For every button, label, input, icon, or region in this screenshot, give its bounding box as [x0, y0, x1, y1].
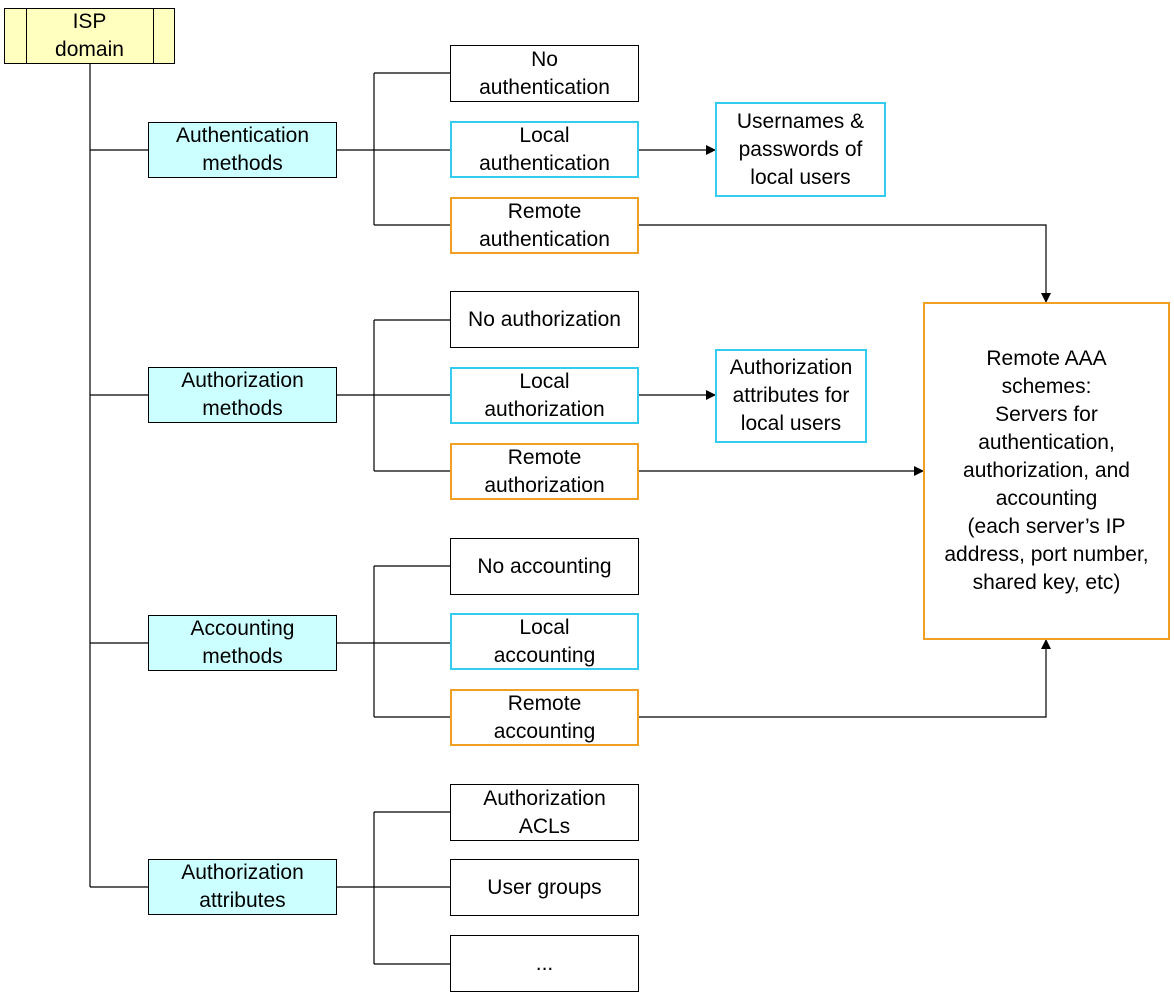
authorization-attributes-local-label: Authorization attributes for local users [729, 356, 853, 435]
remote-accounting-box: Remote accounting [450, 689, 639, 746]
usernames-passwords-box: Usernames & passwords of local users [715, 102, 886, 197]
local-authentication-label: Local authentication [479, 123, 610, 175]
authorization-methods-label: Authorization methods [181, 369, 304, 420]
no-authorization-box: No authorization [450, 291, 639, 348]
remote-accounting-label: Remote accounting [493, 691, 596, 743]
authorization-attributes-label: Authorization attributes [181, 861, 304, 912]
ellipsis-label: ... [535, 951, 554, 975]
no-authentication-label: No authentication [479, 47, 610, 99]
no-authentication-box: No authentication [450, 45, 639, 102]
remote-aaa-schemes-label: Remote AAA schemes: Servers for authenti… [944, 347, 1149, 594]
authentication-methods-box: Authentication methods [148, 122, 337, 178]
authorization-acls-box: Authorization ACLs [450, 784, 639, 841]
isp-domain-box: ISP domain [4, 8, 175, 64]
ellipsis-box: ... [450, 935, 639, 992]
user-groups-box: User groups [450, 859, 639, 916]
local-accounting-box: Local accounting [450, 613, 639, 670]
usernames-passwords-label: Usernames & passwords of local users [736, 109, 865, 189]
no-accounting-box: No accounting [450, 538, 639, 595]
remote-aaa-schemes-box: Remote AAA schemes: Servers for authenti… [923, 302, 1170, 640]
remote-authentication-box: Remote authentication [450, 197, 639, 254]
authorization-acls-label: Authorization ACLs [483, 786, 606, 838]
authorization-methods-box: Authorization methods [148, 367, 337, 423]
accounting-methods-box: Accounting methods [148, 615, 337, 671]
local-authentication-box: Local authentication [450, 121, 639, 178]
remote-authorization-label: Remote authorization [484, 445, 605, 497]
accounting-methods-label: Accounting methods [190, 617, 295, 668]
authentication-methods-label: Authentication methods [175, 124, 310, 175]
local-authorization-box: Local authorization [450, 367, 639, 424]
no-authorization-label: No authorization [468, 307, 621, 331]
remote-authentication-label: Remote authentication [479, 199, 610, 251]
arrow-remote-auth [639, 224, 1051, 303]
local-authorization-label: Local authorization [484, 369, 605, 421]
no-accounting-label: No accounting [477, 554, 612, 578]
local-accounting-label: Local accounting [493, 615, 596, 667]
isp-domain-label: ISP domain [55, 10, 124, 61]
user-groups-label: User groups [487, 875, 602, 899]
authorization-attributes-local-box: Authorization attributes for local users [715, 349, 867, 443]
remote-authorization-box: Remote authorization [450, 443, 639, 500]
arrow-remote-acct [639, 639, 1051, 718]
authorization-attributes-box: Authorization attributes [148, 859, 337, 915]
